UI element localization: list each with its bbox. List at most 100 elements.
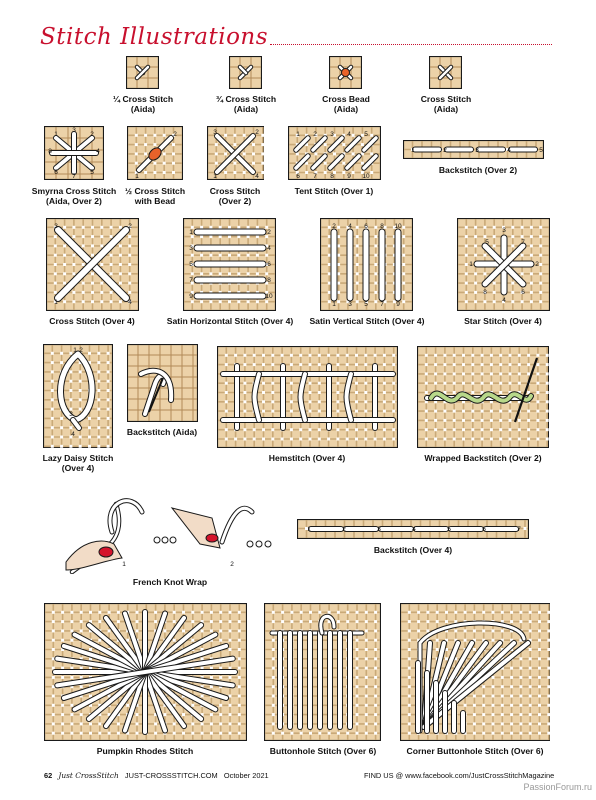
panel-cross-bead — [329, 56, 362, 89]
stitch-number: 2 — [535, 261, 539, 268]
panel-cross-stitch-aida — [429, 56, 462, 89]
stitch-diagram — [126, 56, 159, 89]
stitch-number: 4 — [347, 131, 351, 138]
stitch-number: 1 — [73, 347, 77, 354]
panel-backstitch-aida — [127, 344, 198, 422]
panel-wrapped-backstitch — [417, 346, 549, 448]
site-link[interactable]: JUST-CROSSSTITCH.COM — [124, 771, 218, 780]
stitch-diagram — [329, 56, 362, 89]
stitch-number: 2 — [90, 131, 94, 138]
stitch-diagram — [217, 346, 398, 448]
panel-hemstitch — [217, 346, 398, 448]
stitch-number: 2 — [173, 131, 177, 138]
stitch-diagram — [264, 603, 381, 741]
stitch-number: 4 — [255, 173, 259, 180]
stitch-number: 6 — [364, 223, 368, 230]
page-title: Stitch Illustrations — [40, 24, 269, 50]
stitch-number: 9 — [396, 301, 400, 308]
stitch-number: 6 — [54, 169, 58, 176]
stitch-number: 3 — [348, 301, 352, 308]
caption-three-quarter-cross: ¾ Cross Stitch(Aida) — [215, 94, 277, 114]
stitch-number: 4 — [267, 245, 271, 252]
stitch-number: 2 — [128, 223, 132, 230]
stitch-number: 5 — [364, 131, 368, 138]
stitch-number: 7 — [380, 301, 384, 308]
footer-left: 62 Just CrossStitch JUST-CROSSSTITCH.COM… — [44, 771, 269, 780]
stitch-number: 2 — [255, 129, 259, 136]
stitch-number: 8 — [267, 277, 271, 284]
stitch-number: 3 — [330, 131, 334, 138]
panel-three-quarter-cross — [229, 56, 262, 89]
watermark: PassionForum.ru — [523, 782, 592, 792]
stitch-number: 5 — [90, 169, 94, 176]
stitch-number: 4 — [96, 148, 100, 155]
stitch-number: 5 — [189, 261, 193, 268]
caption-backstitch-aida: Backstitch (Aida) — [126, 427, 198, 437]
stitch-number: 2 — [79, 347, 83, 354]
caption-satin-vertical: Satin Vertical Stitch (Over 4) — [309, 316, 425, 326]
stitch-number: 1 — [122, 561, 126, 568]
stitch-number: 3 — [213, 129, 217, 136]
stitch-number: 10 — [394, 223, 402, 230]
caption-smyrna: Smyrna Cross Stitch(Aida, Over 2) — [31, 186, 117, 206]
stitch-number: 2 — [342, 526, 346, 533]
caption-quarter-cross: ¼ Cross Stitch(Aida) — [112, 94, 174, 114]
stitch-number: 10 — [265, 293, 273, 300]
stitch-number: 9 — [189, 293, 193, 300]
footer-social[interactable]: FIND US @ www.facebook.com/JustCrossStit… — [364, 771, 555, 780]
stitch-number: 8 — [380, 223, 384, 230]
stitch-diagram — [44, 603, 247, 741]
panel-pumpkin-rhodes — [44, 603, 247, 741]
stitch-number: 1 — [54, 299, 58, 306]
stitch-number: 7 — [189, 277, 193, 284]
magazine-name: Just CrossStitch — [58, 771, 119, 780]
caption-wrapped-backstitch: Wrapped Backstitch (Over 2) — [424, 453, 542, 463]
caption-cross-stitch-aida: Cross Stitch(Aida) — [420, 94, 472, 114]
stitch-number: 3 — [502, 227, 506, 234]
stitch-number: 2 — [267, 229, 271, 236]
stitch-number: 1 — [189, 229, 193, 236]
stitch-number: 8 — [48, 148, 52, 155]
caption-cross-over2: Cross Stitch(Over 2) — [209, 186, 261, 206]
stitch-number: 3 — [72, 127, 76, 134]
panel-corner-buttonhole — [400, 603, 550, 741]
caption-satin-horizontal: Satin Horizontal Stitch (Over 4) — [166, 316, 294, 326]
stitch-diagram — [400, 603, 550, 741]
stitch-number: 3 — [189, 245, 193, 252]
stitch-number: 7 — [517, 526, 521, 533]
stitch-number: 3 — [377, 526, 381, 533]
stitch-diagram — [127, 344, 198, 422]
stitch-number: 6 — [482, 526, 486, 533]
stitch-number: 6 — [296, 173, 300, 180]
stitch-number: 2 — [443, 147, 447, 154]
stitch-number: 1 — [469, 261, 473, 268]
caption-pumpkin-rhodes: Pumpkin Rhodes Stitch — [96, 746, 194, 756]
stitch-number: 5 — [447, 526, 451, 533]
stitch-number: 8 — [483, 289, 487, 296]
stitch-number: 3 — [475, 147, 479, 154]
stitch-number: 2 — [230, 561, 234, 568]
stitch-number: 8 — [330, 173, 334, 180]
stitch-number: 1 — [332, 301, 336, 308]
caption-cross-bead: Cross Bead(Aida) — [322, 94, 370, 114]
caption-backstitch-over2: Backstitch (Over 2) — [438, 165, 518, 175]
issue-date: October 2021 — [223, 771, 269, 780]
stitch-diagram — [429, 56, 462, 89]
caption-cross-over4: Cross Stitch (Over 4) — [49, 316, 135, 326]
stitch-diagram — [229, 56, 262, 89]
stitch-number: 4 — [502, 297, 506, 304]
stitch-number: 3 — [69, 411, 73, 418]
